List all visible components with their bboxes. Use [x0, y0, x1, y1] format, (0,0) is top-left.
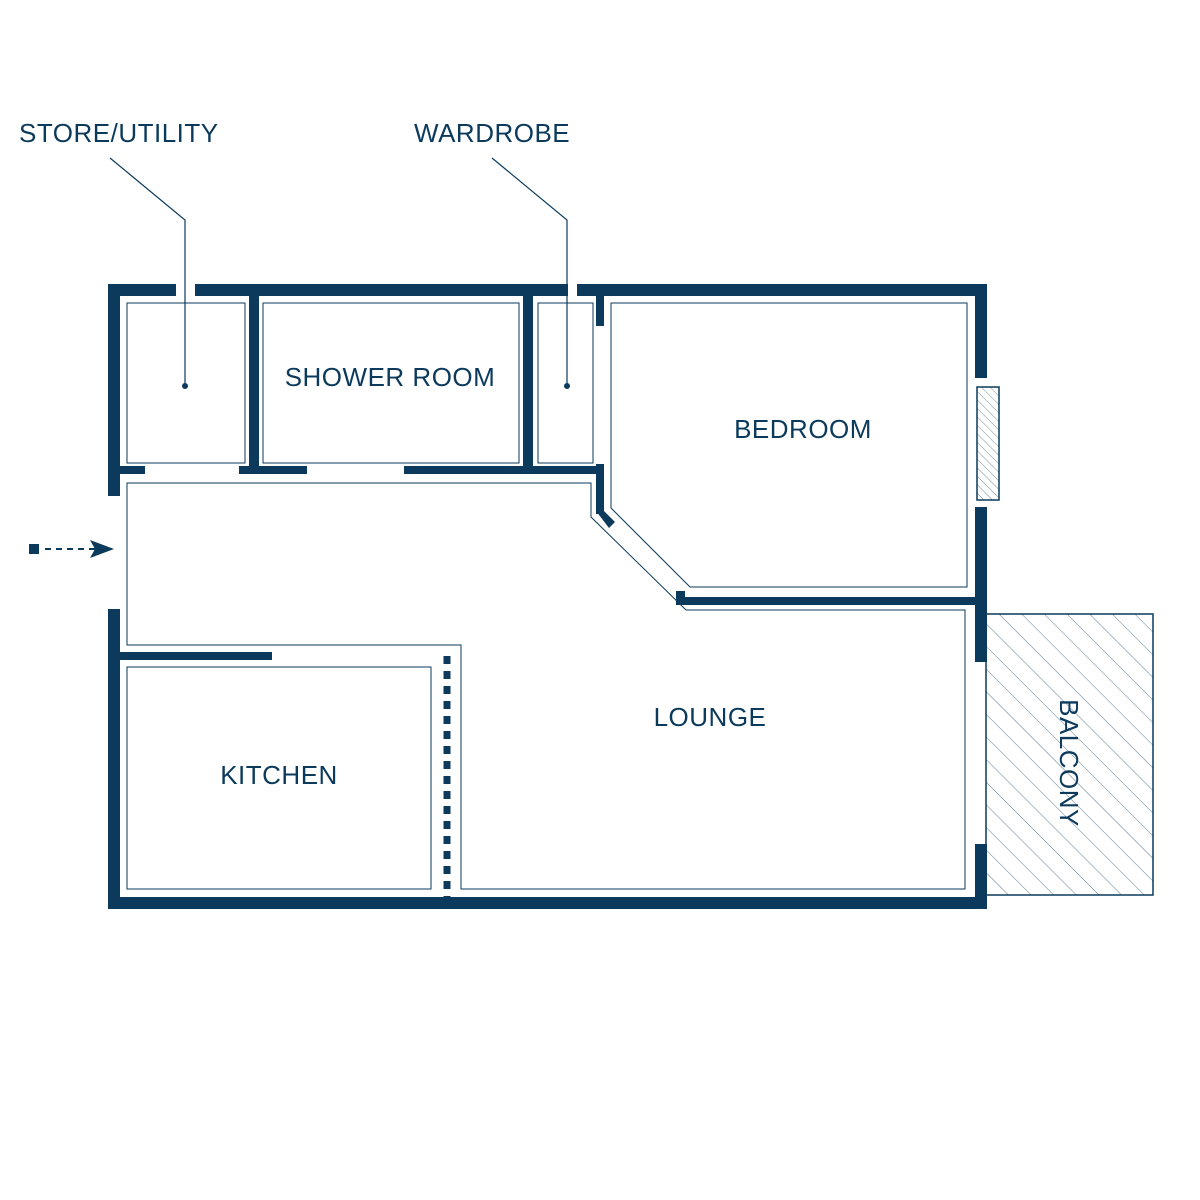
label-wardrobe: WARDROBE: [414, 118, 570, 148]
bedroom-window: [976, 386, 1000, 501]
balcony: [985, 613, 1154, 896]
room-outlines: [126, 302, 968, 890]
label-balcony: BALCONY: [1054, 699, 1084, 827]
outer-walls: [108, 284, 987, 909]
label-shower-room: SHOWER ROOM: [285, 362, 496, 392]
leader-lines: [109, 157, 570, 389]
entrance-arrow-icon: [29, 540, 114, 558]
label-lounge: LOUNGE: [654, 702, 767, 732]
label-kitchen: KITCHEN: [220, 760, 338, 790]
label-bedroom: BEDROOM: [734, 414, 872, 444]
interior-walls: [120, 296, 975, 897]
label-store-utility: STORE/UTILITY: [19, 118, 219, 148]
